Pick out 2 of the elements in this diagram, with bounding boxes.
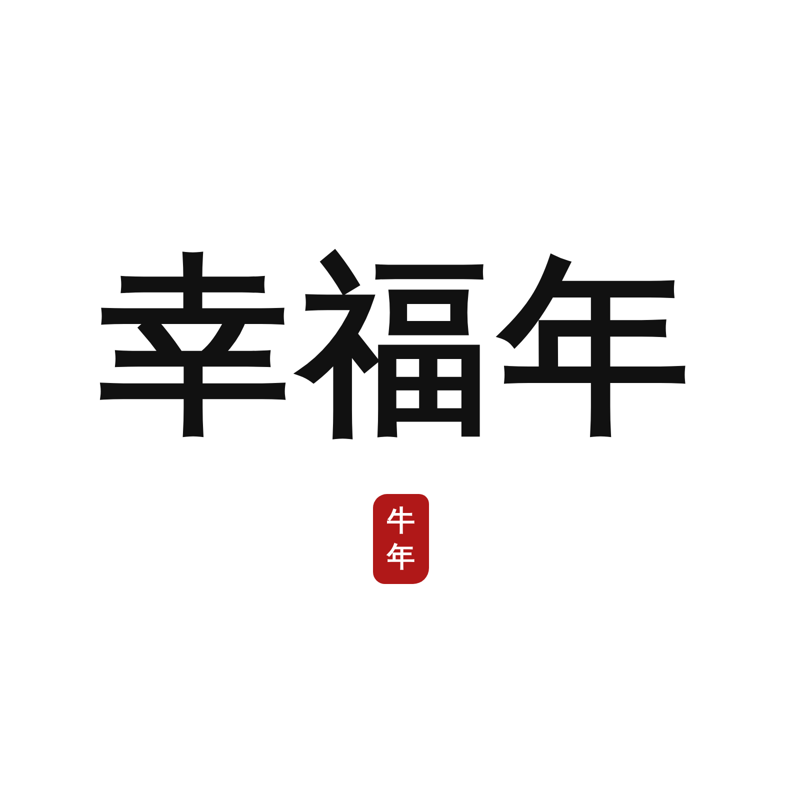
seal-stamp: 牛年	[373, 494, 429, 584]
calligraphy-title: 幸福年	[99, 232, 701, 458]
